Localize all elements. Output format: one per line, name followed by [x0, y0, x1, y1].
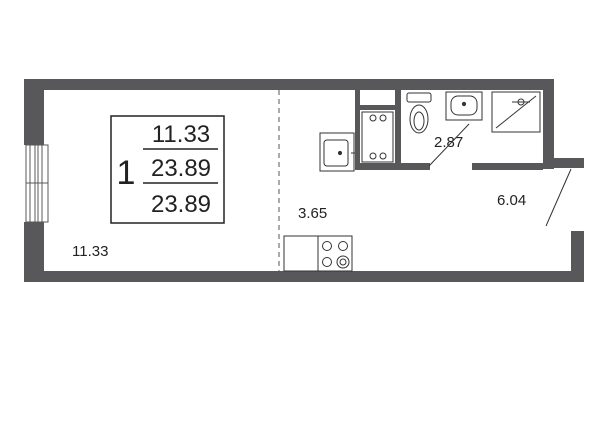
area-bathroom: 2.87 [434, 134, 463, 151]
wall-bath-bottom-right [472, 163, 543, 170]
wall-shaft-left [355, 90, 360, 170]
info-room-count: 1 [117, 154, 136, 192]
bathroom-door [428, 123, 470, 167]
area-living-room: 11.33 [72, 243, 108, 260]
wall-shaft-separator [360, 105, 395, 110]
kitchen-sink-icon [319, 132, 355, 172]
wall-bottom [24, 271, 584, 282]
window-left [25, 144, 49, 223]
info-total-area: 23.89 [151, 155, 211, 182]
area-kitchen: 3.65 [298, 205, 327, 222]
wall-left-upper [24, 79, 44, 145]
info-total-area-balcony: 23.89 [151, 191, 211, 218]
utility-shaft [361, 111, 394, 163]
wall-right-lower [571, 231, 584, 282]
wall-top [24, 79, 554, 90]
stove-icon [317, 235, 353, 272]
wall-right-step [543, 158, 584, 168]
shower-icon [491, 91, 541, 133]
toilet-icon [406, 92, 432, 134]
area-hallway: 6.04 [497, 192, 526, 209]
wall-bath-left [395, 90, 401, 167]
wall-right-upper [543, 79, 554, 169]
entrance-door [545, 168, 572, 227]
bathroom-sink-icon [445, 91, 483, 121]
info-living-area: 11.33 [152, 121, 210, 148]
apartment-info-box: 1 11.33 23.89 23.89 [110, 115, 225, 224]
wall-bath-bottom-left [357, 163, 430, 170]
wall-left-lower [24, 222, 44, 282]
walls [24, 79, 584, 282]
